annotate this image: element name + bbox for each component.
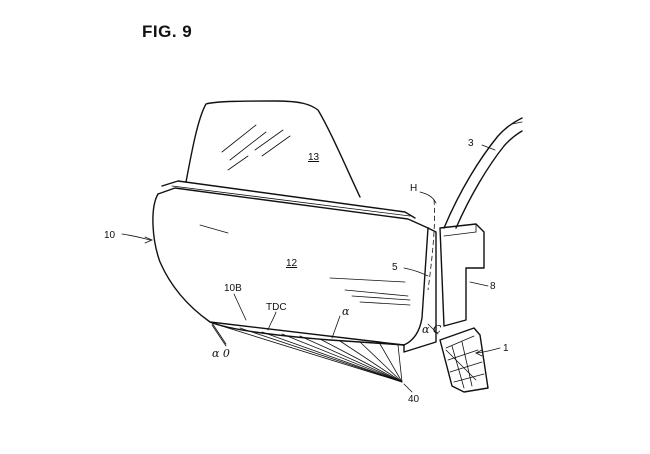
label-10B: 10B [224,283,242,294]
detection-fan [211,322,403,383]
label-1: 1 [503,343,509,354]
label-40: 40 [408,394,420,405]
label-H: H [410,183,417,194]
leader-8 [469,281,489,287]
label-3: 3 [468,138,474,149]
label-5: 5 [392,262,398,273]
pillar-seal [439,223,485,327]
leader-40 [403,383,413,393]
sensor-unit [439,327,489,393]
leader-1 [475,347,501,354]
leader-10B [233,293,247,321]
label-13: 13 [308,152,320,163]
window-glass [185,100,361,198]
label-10: 10 [104,230,116,241]
leader-alpha0 [211,324,227,347]
body-pillar [443,117,523,229]
label-8: 8 [490,281,496,292]
leader-alpha [331,315,341,339]
line-H [427,199,435,291]
leader-5 [403,267,429,277]
figure-title: FIG. 9 [142,22,193,41]
label-alpha0: α 0 [212,347,230,360]
label-alpha: α [342,305,350,318]
label-TDC: TDC [266,302,287,313]
leader-10 [121,233,151,241]
leader-3 [481,144,496,151]
label-12: 12 [286,258,298,269]
leader-alphaC [427,323,439,335]
leader-H [419,191,437,204]
label-alphaC: α C [422,323,442,336]
door-panel [152,180,437,353]
leader-TDC [267,311,277,331]
